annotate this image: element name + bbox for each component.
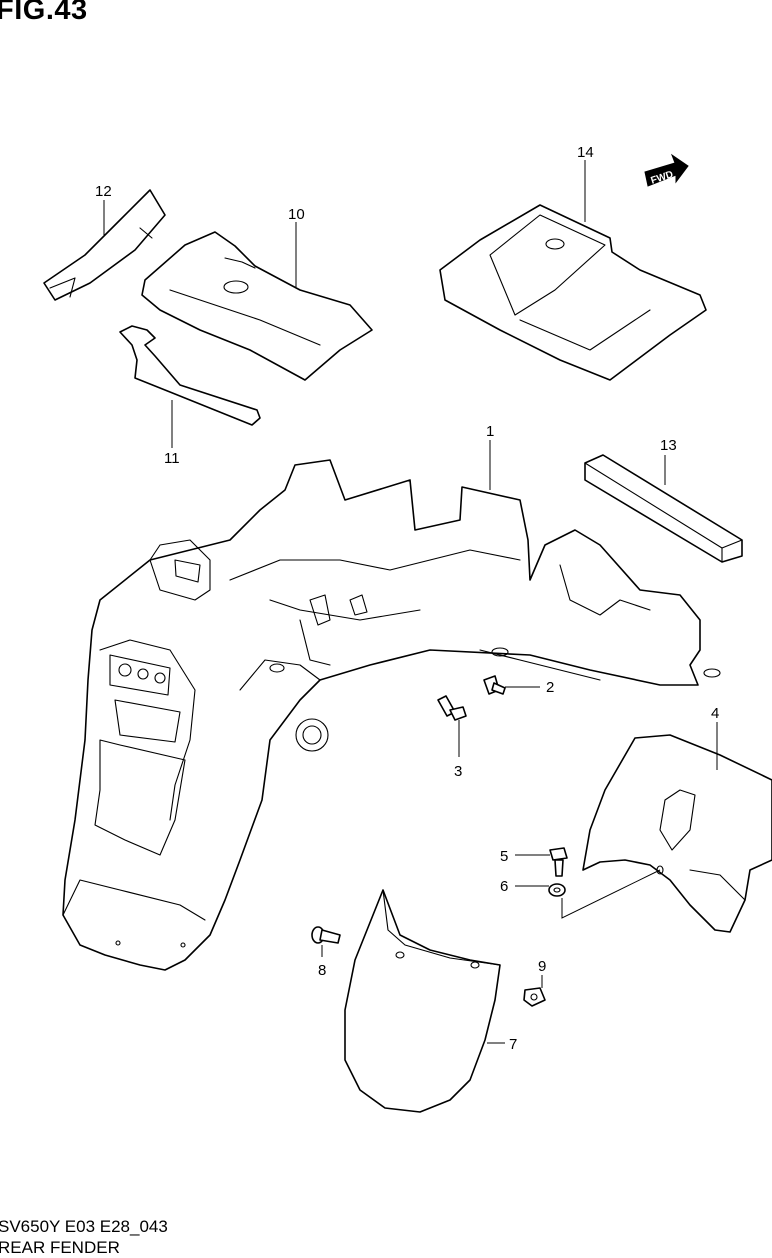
leader-lines <box>103 160 718 1044</box>
part-5-bolt <box>549 847 568 877</box>
callout-3: 3 <box>454 763 462 780</box>
callout-9: 9 <box>538 958 546 975</box>
part-2-bolt <box>483 675 506 695</box>
callout-14: 14 <box>577 144 594 161</box>
callout-4: 4 <box>711 705 719 722</box>
callout-2: 2 <box>546 679 554 696</box>
part-3-bolt <box>437 695 467 721</box>
part-11-spanner-wrench <box>119 325 261 426</box>
part-14-tool-bag <box>439 204 707 381</box>
figure-title: FIG.43 <box>0 0 88 26</box>
callout-1: 1 <box>486 423 494 440</box>
callout-10: 10 <box>288 206 305 223</box>
callout-labels: 12 10 11 14 1 13 2 3 4 5 6 7 8 9 <box>95 144 719 1053</box>
section-name: REAR FENDER <box>0 1238 120 1257</box>
callout-8: 8 <box>318 962 326 979</box>
part-10-tool-pouch <box>141 231 373 381</box>
callout-7: 7 <box>509 1036 517 1053</box>
part-4-mud-guard <box>582 734 772 933</box>
callout-13: 13 <box>660 437 677 454</box>
part-1-rear-fender <box>62 459 721 971</box>
forward-arrow-icon: FWD <box>644 153 689 187</box>
part-7-mud-flap <box>344 889 501 1113</box>
callout-6: 6 <box>500 878 508 895</box>
part-8-screw <box>311 926 341 944</box>
part-9-nut <box>523 987 546 1007</box>
part-6-washer <box>548 883 566 897</box>
part-12-strap <box>43 189 166 301</box>
callout-5: 5 <box>500 848 508 865</box>
callout-12: 12 <box>95 183 112 200</box>
part-13-foam-block <box>584 454 743 563</box>
figure-code: SV650Y E03 E28_043 <box>0 1217 168 1236</box>
callout-11: 11 <box>164 450 180 467</box>
